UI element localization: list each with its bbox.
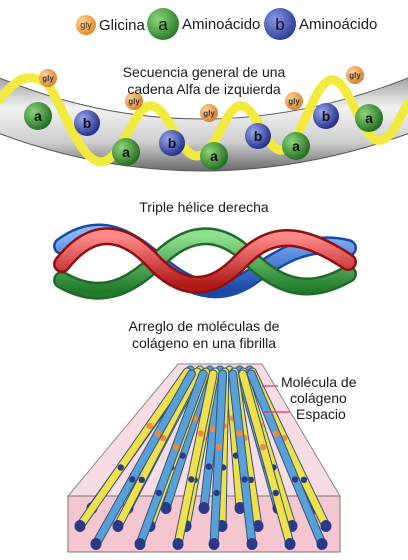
amino-b-ball: b <box>74 110 100 136</box>
collagen-rod-end <box>320 520 332 532</box>
molecule-label-line1: Molécula de <box>281 374 357 390</box>
svg-text:gly: gly <box>288 97 300 106</box>
glycine-ball: gly <box>285 92 303 110</box>
collagen-rod-end <box>252 520 264 532</box>
collagen-rod <box>174 370 217 548</box>
collagen-gap-marker <box>205 463 212 470</box>
collagen-gap-marker <box>300 476 308 483</box>
collagen-rod <box>114 368 201 530</box>
collagen-gap-marker <box>209 426 217 433</box>
collagen-gap-marker <box>213 489 220 497</box>
fibril-illustration <box>67 363 341 553</box>
collagen-rod-end <box>172 538 184 550</box>
alpha-chain-title-line1: Secuencia general de una <box>122 64 286 80</box>
svg-text:b: b <box>168 135 177 151</box>
svg-text:a: a <box>34 108 42 124</box>
amino-b-legend-ball <box>264 8 296 40</box>
amino-b-legend-tag: b <box>275 15 284 34</box>
collagen-rod <box>210 370 227 548</box>
collagen-gap-marker <box>179 452 186 459</box>
space-label: Espacio <box>296 406 346 422</box>
collagen-gap-marker <box>272 489 280 497</box>
glycine-ball: gly <box>200 104 218 122</box>
collagen-gap-marker <box>241 476 248 483</box>
collagen-rod-end <box>208 538 220 550</box>
collagen-gap-marker <box>159 435 167 442</box>
collagen-gap-marker <box>197 430 205 437</box>
glycine-ball: gly <box>346 66 364 84</box>
glycine-legend-ball <box>76 15 96 35</box>
collagen-rod-end <box>198 502 210 514</box>
glycine-legend-label: Glicina <box>99 17 145 34</box>
collagen-rods <box>74 365 332 550</box>
collagen-rod <box>239 370 294 548</box>
amino-a-legend-label: Aminoácido <box>182 16 261 33</box>
collagen-gap-marker <box>117 464 124 471</box>
helix-strand-green <box>55 229 355 298</box>
collagen-rod <box>92 370 195 548</box>
triple-helix-illustration <box>53 223 357 300</box>
collagen-rod <box>136 370 207 548</box>
svg-text:b: b <box>322 108 331 124</box>
collagen-gap-marker <box>272 430 280 437</box>
collagen-gap-marker <box>129 476 136 483</box>
collagen-rod-end <box>112 520 124 532</box>
collagen-rod-end <box>90 538 102 550</box>
svg-text:gly: gly <box>128 97 140 106</box>
svg-text:gly: gly <box>203 109 215 118</box>
triple-helix-title: Triple hélice derecha <box>139 199 269 215</box>
collagen-rod-end <box>134 538 146 550</box>
amino-b-ball: b <box>245 123 271 149</box>
amino-b-legend-label: Aminoácido <box>299 16 378 33</box>
collagen-gap-marker <box>172 443 180 451</box>
glycine-ball: gly <box>125 92 143 110</box>
collagen-gap-marker <box>236 430 243 437</box>
collagen-gap-marker <box>138 476 145 483</box>
helix-strand-red <box>55 229 355 292</box>
collagen-gap-marker <box>155 489 163 497</box>
alpha-helix-strand <box>0 73 408 167</box>
collagen-gap-marker <box>291 476 299 483</box>
svg-text:b: b <box>254 128 263 144</box>
collagen-gap-marker <box>259 443 267 451</box>
amino-a-legend-ball <box>147 8 179 40</box>
collagen-rod <box>229 370 256 548</box>
svg-text:a: a <box>210 148 218 164</box>
collagen-rod <box>76 368 191 530</box>
fibril-title-line1: Arreglo de moléculas de <box>128 318 280 334</box>
amino-a-ball: a <box>282 132 310 160</box>
amino-b-ball: b <box>313 103 339 129</box>
amino-a-legend-tag: a <box>158 15 168 34</box>
collagen-rod-end <box>160 502 172 514</box>
collagen-rod-end <box>234 502 246 514</box>
svg-text:gly: gly <box>42 74 54 83</box>
collagen-rod <box>247 370 326 548</box>
collagen-rod-end <box>246 538 258 550</box>
collagen-gap-marker <box>188 476 195 483</box>
svg-text:a: a <box>122 144 130 160</box>
molecule-label-line2: colágeno <box>290 390 347 406</box>
svg-text:a: a <box>292 138 300 154</box>
legend: gly a b <box>76 8 296 40</box>
amino-a-ball: a <box>355 104 383 132</box>
collagen-rod-end <box>316 538 328 550</box>
collagen-rod-end <box>74 520 86 532</box>
amino-a-ball: a <box>200 142 228 170</box>
collagen-gap-marker <box>146 422 153 430</box>
amino-a-ball: a <box>24 102 52 130</box>
collagen-gap-marker <box>215 443 223 451</box>
alpha-chain-illustration: gly gly gly gly gly a a a a a b b b b <box>0 66 408 172</box>
amino-a-ball: a <box>112 138 140 166</box>
svg-text:gly: gly <box>349 71 361 80</box>
svg-text:b: b <box>83 115 92 131</box>
svg-text:a: a <box>365 110 373 126</box>
amino-b-ball: b <box>159 130 185 156</box>
fibril-title-line2: colágeno en una fibrilla <box>132 335 276 351</box>
glycine-ball: gly <box>39 69 57 87</box>
collagen-gap-marker <box>154 430 162 437</box>
collagen-rod-end <box>284 538 296 550</box>
glycine-legend-tag: gly <box>80 20 92 30</box>
alpha-chain-title-line2: cadena Alfa de izquierda <box>127 81 281 97</box>
